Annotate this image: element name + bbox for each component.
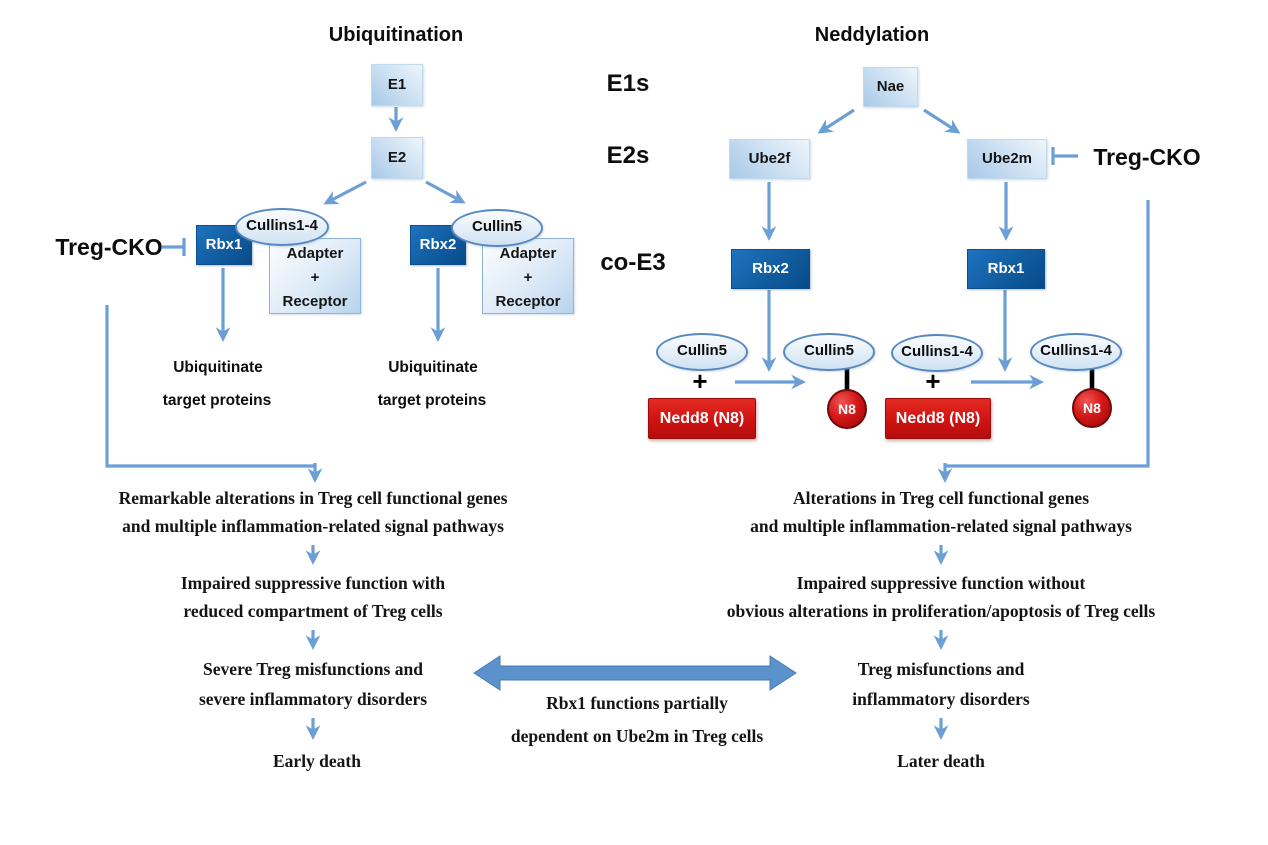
elbow-right (945, 200, 1150, 468)
adapter-plus: + (310, 269, 320, 286)
row-label-co-e3: co-E3 (600, 249, 666, 276)
arrow-e2-to-cullins14 (323, 180, 367, 205)
n8-circle-1: N8 (827, 389, 867, 429)
e1-box: E1 (371, 64, 423, 106)
ubiquitination-title: Ubiquitination (328, 24, 464, 46)
elbow-left (105, 305, 315, 468)
arrow-nae-to-ube2f (817, 108, 855, 134)
target-proteins-label-2: target proteins (377, 392, 487, 409)
right-flow-step2-line2: obvious alterations in proliferation/apo… (726, 601, 1156, 621)
ubiquitinate-label-2: Ubiquitinate (388, 359, 478, 376)
neddylation-title: Neddylation (814, 24, 930, 46)
right-flow-step3-line1: Treg misfunctions and (857, 659, 1025, 679)
rbx2-nedd-box: Rbx2 (731, 249, 810, 289)
right-flow-later-death: Later death (897, 751, 985, 771)
cullins14-product-ellipse: Cullins1-4 (1030, 333, 1122, 371)
adapter-plus: + (523, 269, 533, 286)
row-label-e1s: E1s (606, 70, 650, 97)
adapter-label: Adapter (499, 245, 557, 262)
arrow-e2-to-cullin5 (425, 180, 466, 204)
cullins14-ubiq-ellipse: Cullins1-4 (235, 208, 329, 246)
n8-circle-2: N8 (1072, 388, 1112, 428)
adapter-receptor-box-2: Adapter + Receptor (482, 238, 574, 314)
left-flow-step3-line2: severe inflammatory disorders (198, 689, 428, 709)
left-flow-step2-line1: Impaired suppressive function with (180, 573, 446, 593)
ube2f-box: Ube2f (729, 139, 810, 179)
cullins14-substrate-ellipse: Cullins1-4 (891, 334, 983, 372)
double-arrow (473, 655, 797, 691)
cullin5-ubiq-ellipse: Cullin5 (451, 209, 543, 247)
treg-cko-label-left: Treg-CKO (55, 234, 163, 260)
ubiquitinate-label-1: Ubiquitinate (173, 359, 263, 376)
left-flow-step2-line2: reduced compartment of Treg cells (183, 601, 443, 621)
treg-cko-label-right: Treg-CKO (1093, 144, 1201, 170)
right-flow-step3-line2: inflammatory disorders (852, 689, 1030, 709)
nedd8-box-1: Nedd8 (N8) (648, 398, 756, 439)
receptor-label: Receptor (282, 293, 348, 310)
target-proteins-label-1: target proteins (162, 392, 272, 409)
adapter-label: Adapter (286, 245, 344, 262)
nae-box: Nae (863, 67, 918, 107)
receptor-label: Receptor (495, 293, 561, 310)
cullin5-product-ellipse: Cullin5 (783, 333, 875, 371)
rbx1-nedd-box: Rbx1 (967, 249, 1045, 289)
plus-sign-1: + (692, 366, 708, 396)
left-flow-early-death: Early death (273, 751, 361, 771)
center-note-line2: dependent on Ube2m in Treg cells (510, 726, 764, 746)
right-flow-step1-line1: Alterations in Treg cell functional gene… (792, 488, 1090, 508)
center-note-line1: Rbx1 functions partially (546, 693, 728, 713)
plus-sign-2: + (925, 366, 941, 396)
adapter-receptor-box-1: Adapter + Receptor (269, 238, 361, 314)
right-flow-step1-line2: and multiple inflammation-related signal… (750, 516, 1132, 536)
row-label-e2s: E2s (606, 142, 650, 169)
arrow-nae-to-ube2m (923, 108, 961, 134)
left-flow-step3-line1: Severe Treg misfunctions and (203, 659, 423, 679)
e2-box: E2 (371, 137, 423, 179)
left-flow-step1-line1: Remarkable alterations in Treg cell func… (118, 488, 508, 508)
cullin5-substrate-ellipse: Cullin5 (656, 333, 748, 371)
nedd8-box-2: Nedd8 (N8) (885, 398, 991, 439)
right-flow-step2-line1: Impaired suppressive function without (796, 573, 1086, 593)
ube2m-box: Ube2m (967, 139, 1047, 179)
left-flow-step1-line2: and multiple inflammation-related signal… (122, 516, 504, 536)
